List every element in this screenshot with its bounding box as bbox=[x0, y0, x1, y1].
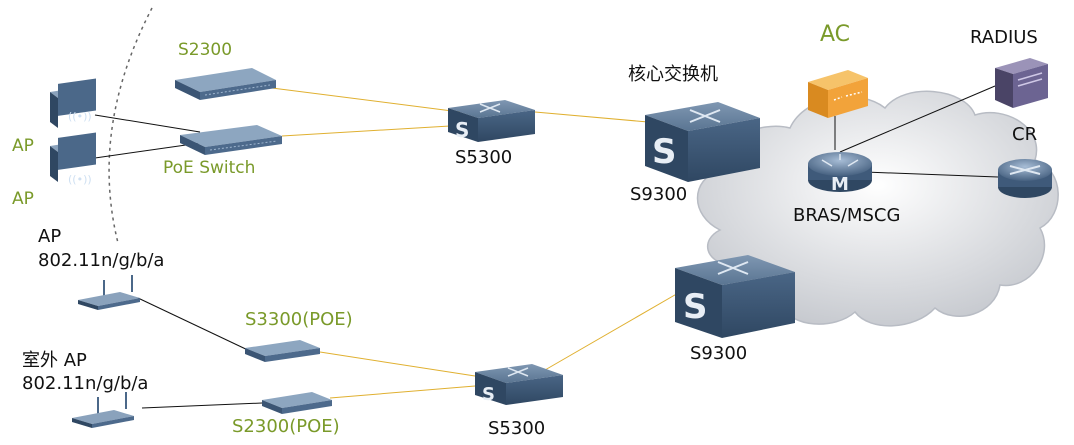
svg-text:S: S bbox=[455, 118, 469, 142]
s2300-switch-icon bbox=[175, 68, 276, 100]
link-poe-s5300 bbox=[281, 125, 451, 137]
label-outdoor-ap-title: 室外 AP bbox=[22, 350, 87, 371]
label-ap-2: AP bbox=[12, 189, 34, 209]
label-radius: RADIUS bbox=[970, 27, 1038, 48]
dashed-divider bbox=[108, 7, 153, 244]
poe-switch-icon bbox=[180, 125, 282, 155]
svg-text:((•)): ((•)) bbox=[68, 110, 92, 123]
label-ap-1: AP bbox=[12, 136, 34, 156]
link-s3300-s5300b bbox=[319, 351, 476, 377]
outdoor-ap-icon bbox=[72, 392, 134, 428]
s3300-poe-switch-icon bbox=[245, 340, 320, 362]
link-ap2-poe bbox=[94, 142, 201, 159]
link-s5300b-s9300b bbox=[544, 291, 681, 371]
label-s2300-poe: S2300(POE) bbox=[232, 416, 340, 437]
svg-text:S: S bbox=[482, 384, 495, 405]
links bbox=[94, 85, 999, 409]
label-core-switch: 核心交换机 bbox=[628, 64, 718, 85]
s5300-switch-icon-bottom: S bbox=[475, 364, 563, 405]
label-s3300-poe: S3300(POE) bbox=[245, 309, 353, 330]
label-outdoor-ap-std: 802.11n/g/b/a bbox=[22, 373, 149, 394]
label-s9300-bottom: S9300 bbox=[690, 343, 748, 364]
label-s5300-top: S5300 bbox=[455, 147, 513, 168]
label-s9300-top: S9300 bbox=[630, 184, 688, 205]
link-ap1-poe bbox=[94, 114, 201, 133]
cr-router-icon bbox=[998, 159, 1052, 198]
label-s2300-top: S2300 bbox=[178, 40, 233, 60]
ap-icon-2: ((•)) bbox=[50, 132, 96, 186]
label-ap-wifi-title: AP bbox=[38, 226, 62, 247]
link-outap-s2300poe bbox=[141, 402, 263, 409]
svg-text:S: S bbox=[683, 287, 708, 327]
svg-text:S: S bbox=[652, 132, 677, 172]
s9300-switch-icon-top: S bbox=[645, 102, 760, 182]
s9300-switch-icon-bottom: S bbox=[675, 255, 795, 338]
label-ac: AC bbox=[820, 22, 851, 47]
link-s2300poe-s5300b bbox=[329, 385, 476, 399]
svg-text:M: M bbox=[831, 174, 849, 195]
bras-mscg-router-icon: M bbox=[808, 152, 872, 195]
s2300-poe-switch-icon bbox=[262, 392, 332, 414]
radius-server-icon bbox=[995, 58, 1048, 108]
link-bras-cr bbox=[864, 171, 999, 178]
link-bras-radius bbox=[839, 85, 996, 153]
label-cr: CR bbox=[1012, 124, 1038, 145]
wireless-ap-icon bbox=[78, 275, 140, 310]
ap-icon-1: ((•)) bbox=[50, 78, 96, 128]
link-s2300-s5300 bbox=[271, 87, 461, 113]
label-ap-wifi-std: 802.11n/g/b/a bbox=[38, 250, 165, 271]
svg-text:((•)): ((•)) bbox=[68, 173, 92, 186]
s5300-switch-icon-top: S bbox=[448, 100, 535, 142]
link-ap-s3300 bbox=[137, 297, 253, 353]
link-s5300-s9300 bbox=[534, 111, 649, 123]
label-poe-switch: PoE Switch bbox=[163, 158, 256, 178]
label-s5300-bottom: S5300 bbox=[488, 418, 546, 439]
label-bras-mscg: BRAS/MSCG bbox=[793, 205, 901, 226]
ac-device-icon bbox=[808, 70, 868, 118]
